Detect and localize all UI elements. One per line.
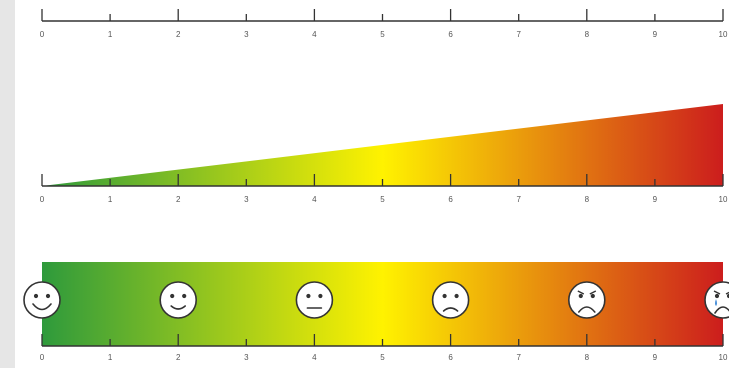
face-scale-tick-label-4: 4	[312, 353, 317, 362]
wedge-scale-tick-label-5: 5	[380, 195, 385, 204]
face-scale-bar	[42, 262, 723, 346]
face-scale-tick-label-2: 2	[176, 353, 181, 362]
face-very-happy-icon	[23, 281, 61, 319]
wedge-scale-ticks: 0 1 2 3 4 5 6 7 8 9 10	[40, 174, 728, 204]
wedge-scale-tick-label-3: 3	[244, 195, 249, 204]
face-scale-tick-label-5: 5	[380, 353, 385, 362]
wedge-scale-tick-label-0: 0	[40, 195, 45, 204]
face-scale-ticks: 0 1 2 3 4 5 6 7 8 9 10	[40, 334, 728, 362]
face-crying-icon	[704, 281, 729, 319]
face-scale-tick-label-7: 7	[516, 353, 521, 362]
wedge-scale-tick-label-4: 4	[312, 195, 317, 204]
face-scale-tick-label-1: 1	[108, 353, 113, 362]
wedge-scale-tick-label-2: 2	[176, 195, 181, 204]
face-scale-tick-label-0: 0	[40, 353, 45, 362]
face-neutral-icon	[295, 281, 334, 319]
plain-scale-tick-label-7: 7	[516, 30, 521, 39]
plain-scale-tick-label-4: 4	[312, 30, 317, 39]
face-very-sad-icon	[567, 281, 606, 319]
wedge-scale-tick-label-8: 8	[585, 195, 590, 204]
face-sad-icon	[431, 281, 470, 319]
plain-scale-tick-label-1: 1	[108, 30, 113, 39]
face-scale-tick-label-3: 3	[244, 353, 249, 362]
plain-scale-tick-label-9: 9	[653, 30, 658, 39]
face-scale-tick-label-8: 8	[585, 353, 590, 362]
wedge-scale-tick-label-7: 7	[516, 195, 521, 204]
wedge-scale-tick-label-9: 9	[653, 195, 658, 204]
wedge-scale-tick-label-6: 6	[448, 195, 453, 204]
plain-scale-tick-label-8: 8	[585, 30, 590, 39]
plain-scale-tick-label-3: 3	[244, 30, 249, 39]
wedge-scale: 0 1 2 3 4 5 6 7 8 9 10	[40, 104, 728, 204]
faces	[23, 281, 729, 319]
pain-scale-svg: 0 1 2 3 4 5 6 7 8 9 10 0 1 2 3 4 5 6 7 8 9 10 0 1 2 3 4 5 6 7 8 9 10	[23, 9, 729, 362]
face-happy-icon	[159, 281, 197, 319]
plain-scale-tick-label-5: 5	[380, 30, 385, 39]
plain-scale-tick-label-10: 10	[719, 30, 728, 39]
plain-scale-ticks: 0 1 2 3 4 5 6 7 8 9 10	[40, 9, 728, 39]
plain-scale: 0 1 2 3 4 5 6 7 8 9 10	[40, 9, 728, 39]
wedge-scale-tick-label-1: 1	[108, 195, 113, 204]
wedge-scale-tick-label-10: 10	[719, 195, 728, 204]
wedge-fill	[42, 104, 723, 186]
face-scale-tick-label-10: 10	[719, 353, 728, 362]
face-scale-tick-label-9: 9	[653, 353, 658, 362]
face-scale-tick-label-6: 6	[448, 353, 453, 362]
plain-scale-tick-label-6: 6	[448, 30, 453, 39]
pain-scale-graphic: 0 1 2 3 4 5 6 7 8 9 10 0 1 2 3 4 5 6 7 8 9 10 0 1 2 3 4 5 6 7 8 9 10	[15, 0, 729, 368]
face-scale: 0 1 2 3 4 5 6 7 8 9 10	[23, 262, 729, 362]
plain-scale-tick-label-0: 0	[40, 30, 45, 39]
plain-scale-tick-label-2: 2	[176, 30, 181, 39]
